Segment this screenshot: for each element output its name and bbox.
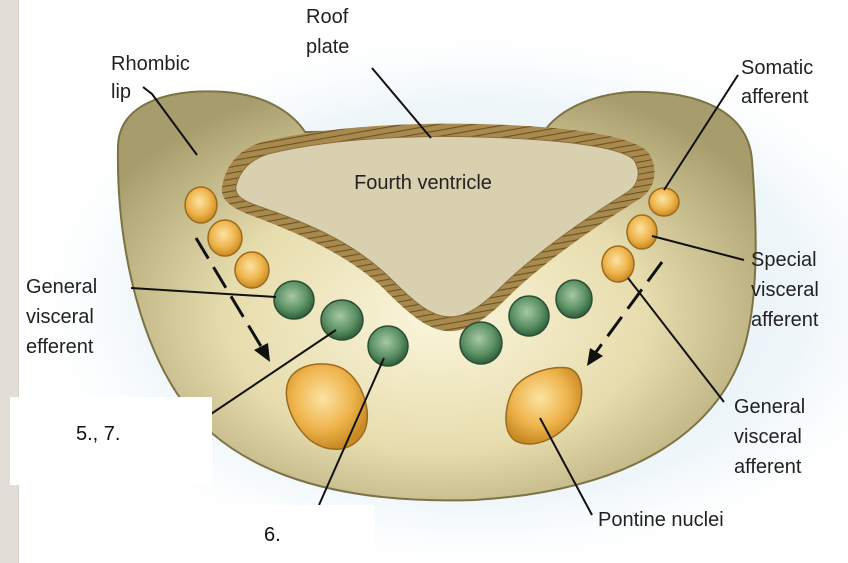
svg-text:afferent: afferent (741, 86, 809, 108)
efferent-nucleus (556, 280, 592, 318)
fourth-ventricle-label: Fourth ventricle (354, 172, 492, 194)
afferent-nucleus (208, 220, 242, 256)
special-visceral-afferent-label: Special visceral afferent (751, 249, 819, 331)
afferent-nucleus (649, 188, 679, 216)
svg-text:efferent: efferent (26, 336, 94, 358)
pontine-nuclei-label: Pontine nuclei (598, 509, 724, 531)
svg-text:Roof: Roof (306, 6, 349, 28)
roof-plate-label: Roof plate (306, 6, 349, 58)
svg-text:General: General (26, 276, 97, 298)
svg-text:lip: lip (111, 81, 131, 103)
svg-text:Special: Special (751, 249, 817, 271)
afferent-nucleus (185, 187, 217, 223)
efferent-nucleus (460, 322, 502, 364)
efferent-nucleus (509, 296, 549, 336)
svg-text:visceral: visceral (734, 426, 802, 448)
efferent-nucleus (368, 326, 408, 366)
somatic-afferent-label: Somatic afferent (741, 57, 813, 108)
svg-text:General: General (734, 396, 805, 418)
answer-box-a-text: 5., 7. (76, 423, 120, 445)
efferent-nucleus (274, 281, 314, 319)
svg-text:Rhombic: Rhombic (111, 53, 190, 75)
svg-text:afferent: afferent (751, 309, 819, 331)
svg-text:afferent: afferent (734, 456, 802, 478)
answer-box-b-text: 6. (264, 524, 281, 546)
afferent-nucleus (235, 252, 269, 288)
svg-text:visceral: visceral (751, 279, 819, 301)
afferent-nucleus (627, 215, 657, 249)
answer-box-b (230, 505, 374, 561)
svg-text:visceral: visceral (26, 306, 94, 328)
general-visceral-afferent-label: General visceral afferent (734, 396, 805, 478)
svg-text:Somatic: Somatic (741, 57, 813, 79)
afferent-nucleus (602, 246, 634, 282)
svg-text:plate: plate (306, 36, 349, 58)
general-visceral-efferent-label: General visceral efferent (26, 276, 97, 358)
efferent-nucleus (321, 300, 363, 340)
